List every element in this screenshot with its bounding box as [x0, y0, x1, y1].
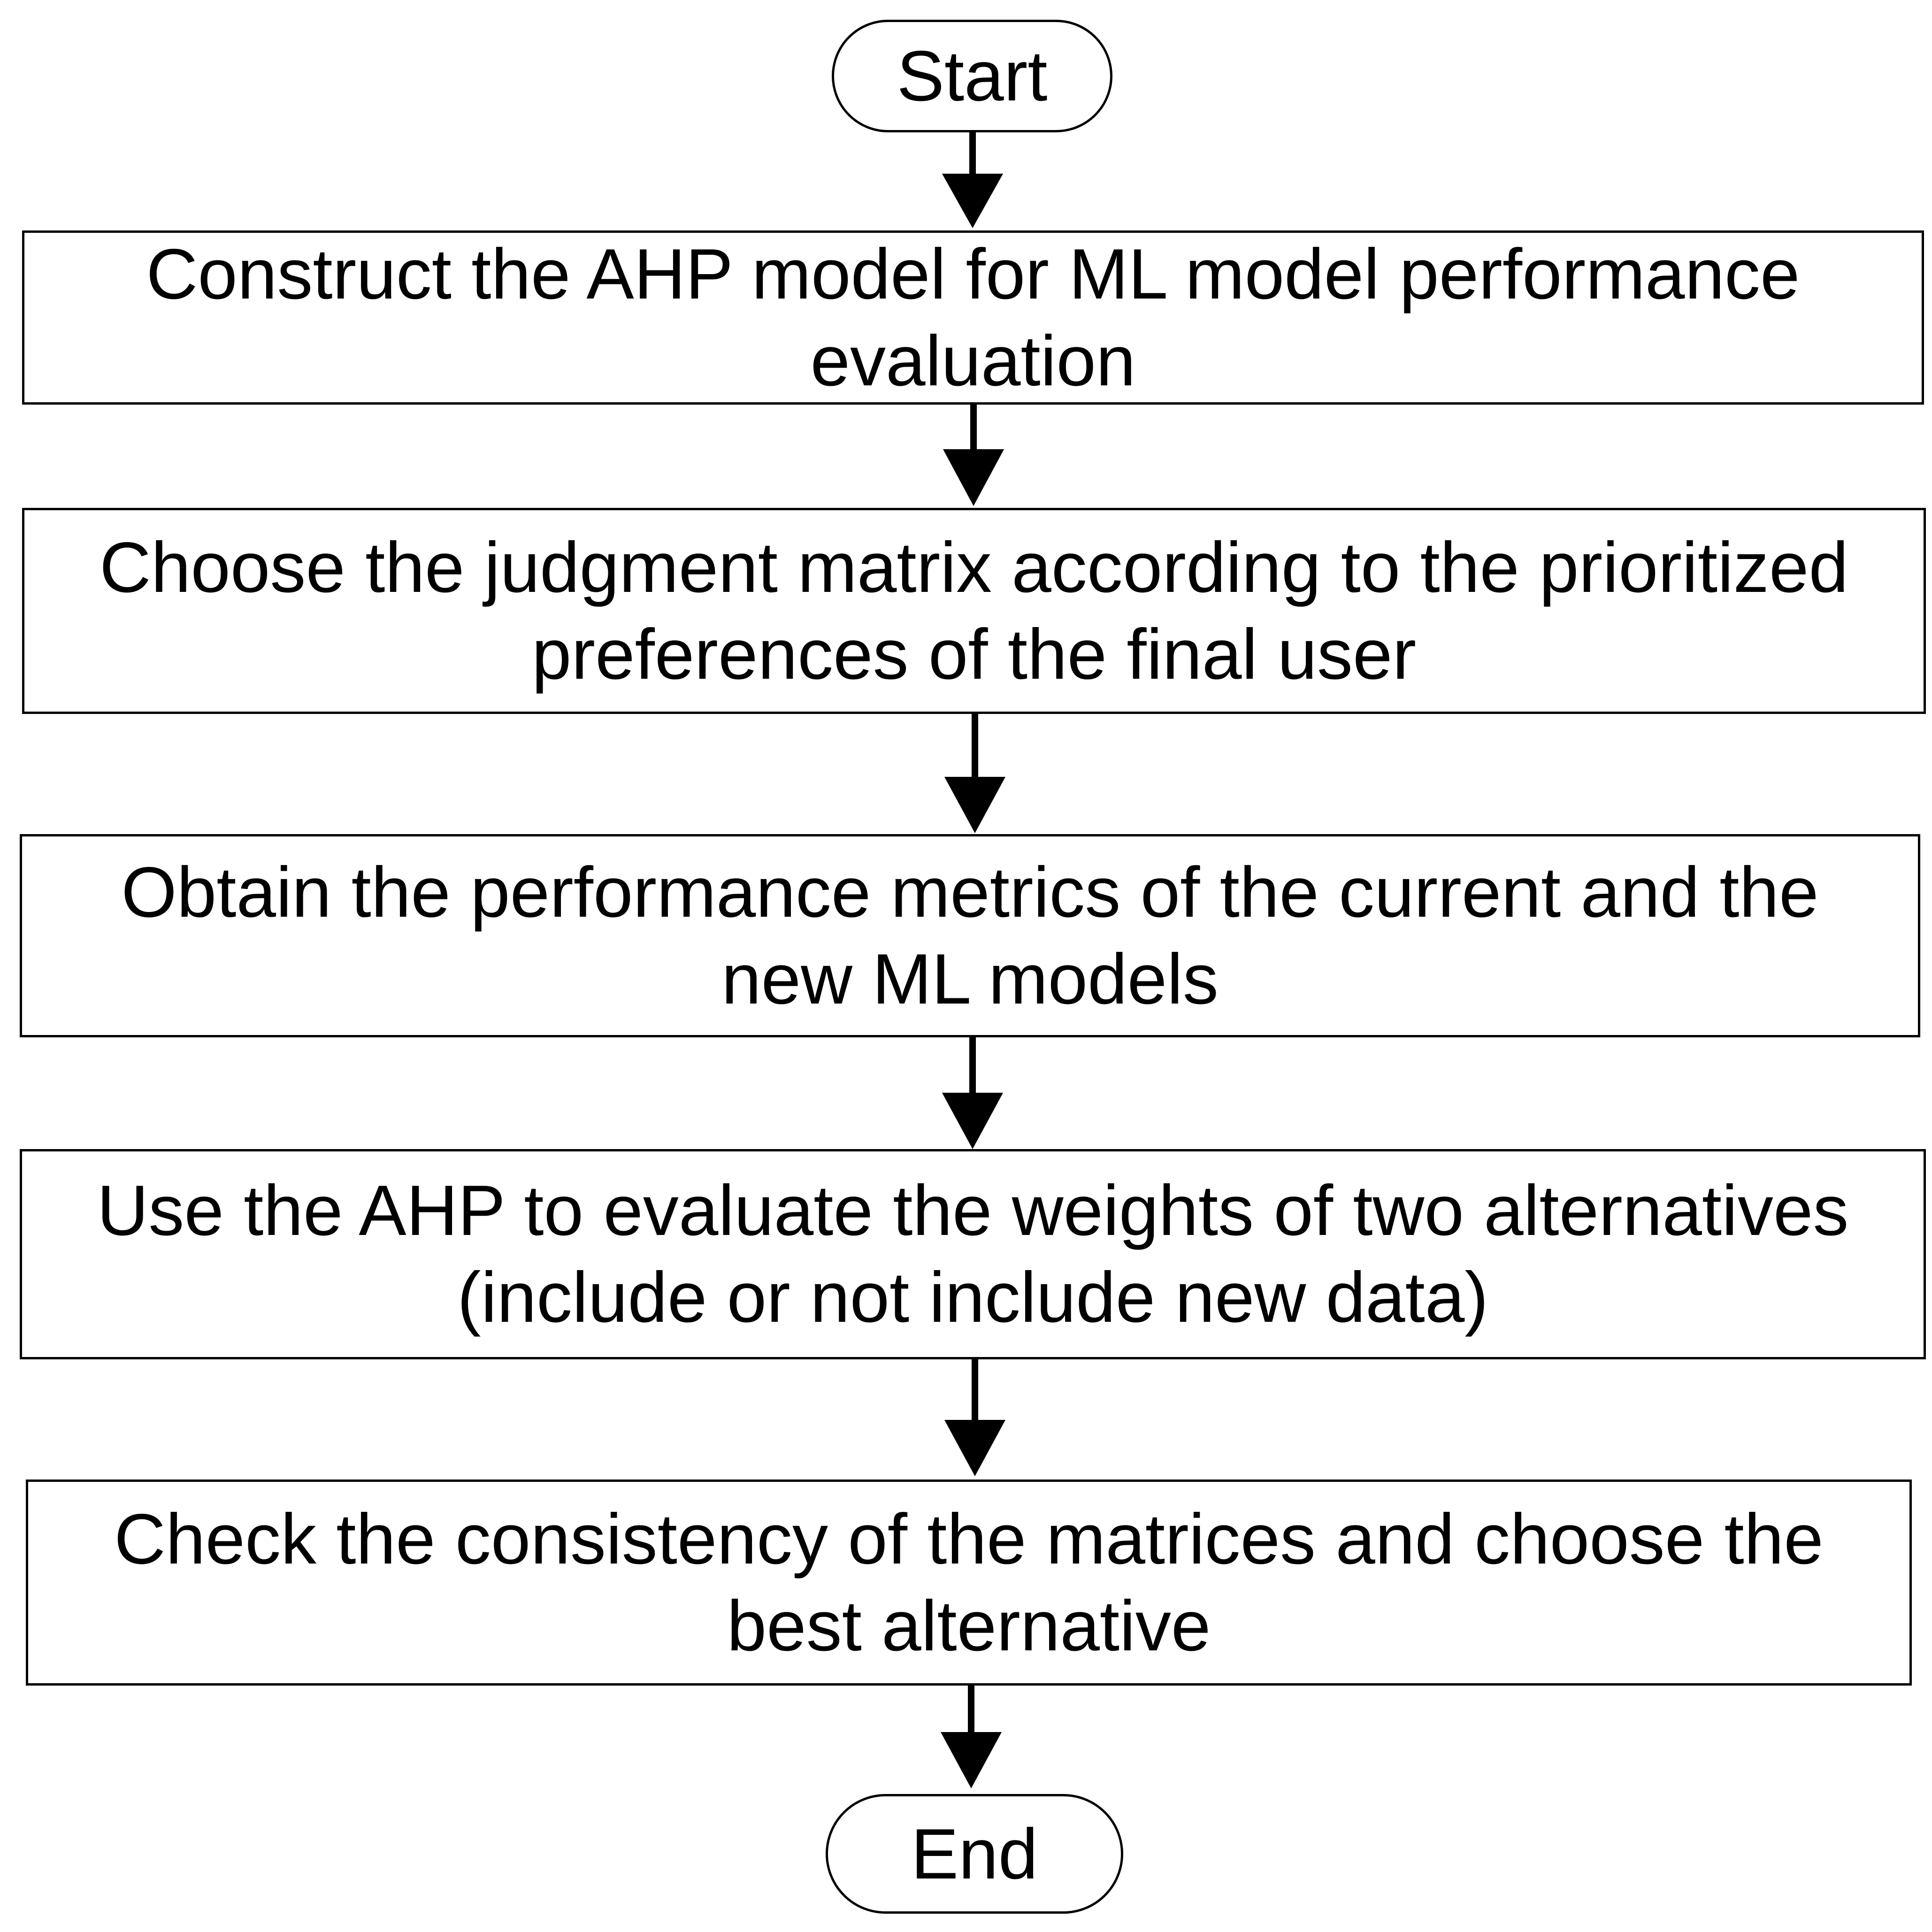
step-use-ahp-evaluate-weights: Use the AHP to evaluate the weights of t… — [20, 1149, 1926, 1359]
end-terminal: End — [826, 1794, 1123, 1914]
step-choose-judgment-matrix: Choose the judgment matrix according to … — [22, 508, 1926, 714]
step-obtain-performance-metrics: Obtain the performance metrics of the cu… — [20, 834, 1920, 1037]
end-label: End — [911, 1814, 1038, 1894]
arrow-step3-to-step4 — [942, 1037, 1003, 1149]
arrow-step1-to-step2 — [943, 405, 1004, 506]
step-check-consistency: Check the consistency of the matrices an… — [26, 1480, 1912, 1686]
arrow-step2-to-step3 — [944, 714, 1005, 833]
step-label: Check the consistency of the matrices an… — [114, 1499, 1824, 1666]
step-label: Obtain the performance metrics of the cu… — [121, 852, 1819, 1019]
arrow-start-to-step1 — [942, 132, 1003, 228]
step-label: Construct the AHP model for ML model per… — [146, 234, 1800, 401]
start-label: Start — [897, 36, 1048, 116]
step-construct-ahp-model: Construct the AHP model for ML model per… — [22, 230, 1924, 405]
start-terminal: Start — [832, 20, 1112, 132]
arrow-step5-to-end — [941, 1686, 1002, 1788]
arrow-step4-to-step5 — [944, 1359, 1005, 1476]
step-label: Choose the judgment matrix according to … — [100, 527, 1848, 694]
step-label: Use the AHP to evaluate the weights of t… — [97, 1171, 1849, 1337]
